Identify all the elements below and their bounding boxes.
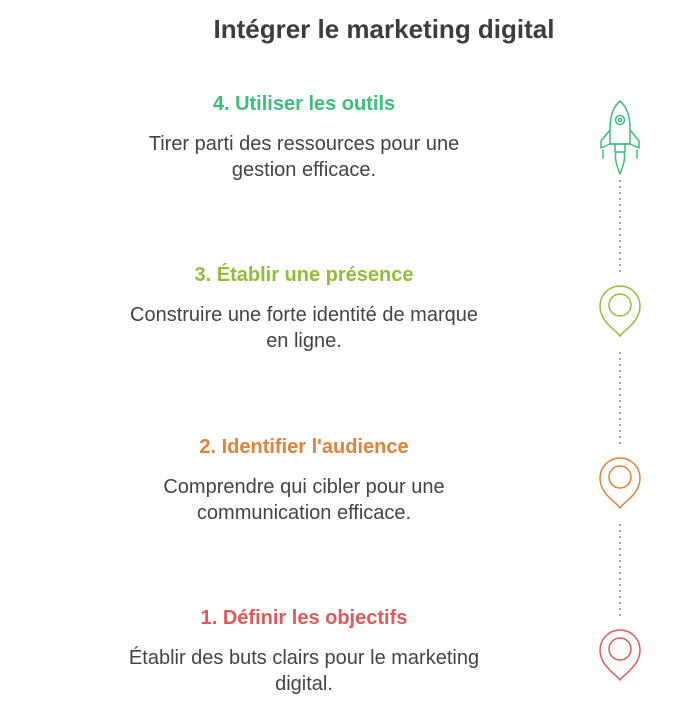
rocket-icon [600, 100, 640, 175]
step-3: 3. Établir une présence Construire une f… [80, 262, 528, 354]
step-3-description: Construire une forte identité de marque … [130, 304, 478, 352]
step-4-title: 4. Utiliser les outils [212, 93, 396, 115]
map-pin-icon [599, 629, 641, 682]
step-2: 2. Identifier l'audience Comprendre qui … [80, 434, 528, 526]
step-1-description: Établir des buts clairs pour le marketin… [128, 647, 480, 695]
page-title: Intégrer le marketing digital [213, 14, 555, 44]
step-1-title: 1. Définir les objectifs [200, 607, 408, 629]
map-pin-icon [599, 285, 641, 338]
map-pin-icon [599, 457, 641, 510]
step-4-description: Tirer parti des ressources pour une gest… [148, 133, 460, 181]
step-3-title: 3. Établir une présence [194, 264, 414, 286]
step-2-title: 2. Identifier l'audience [199, 436, 409, 458]
step-1: 1. Définir les objectifs Établir des but… [80, 605, 528, 697]
step-4: 4. Utiliser les outils Tirer parti des r… [80, 91, 528, 183]
step-2-description: Comprendre qui cibler pour une communica… [163, 476, 445, 524]
